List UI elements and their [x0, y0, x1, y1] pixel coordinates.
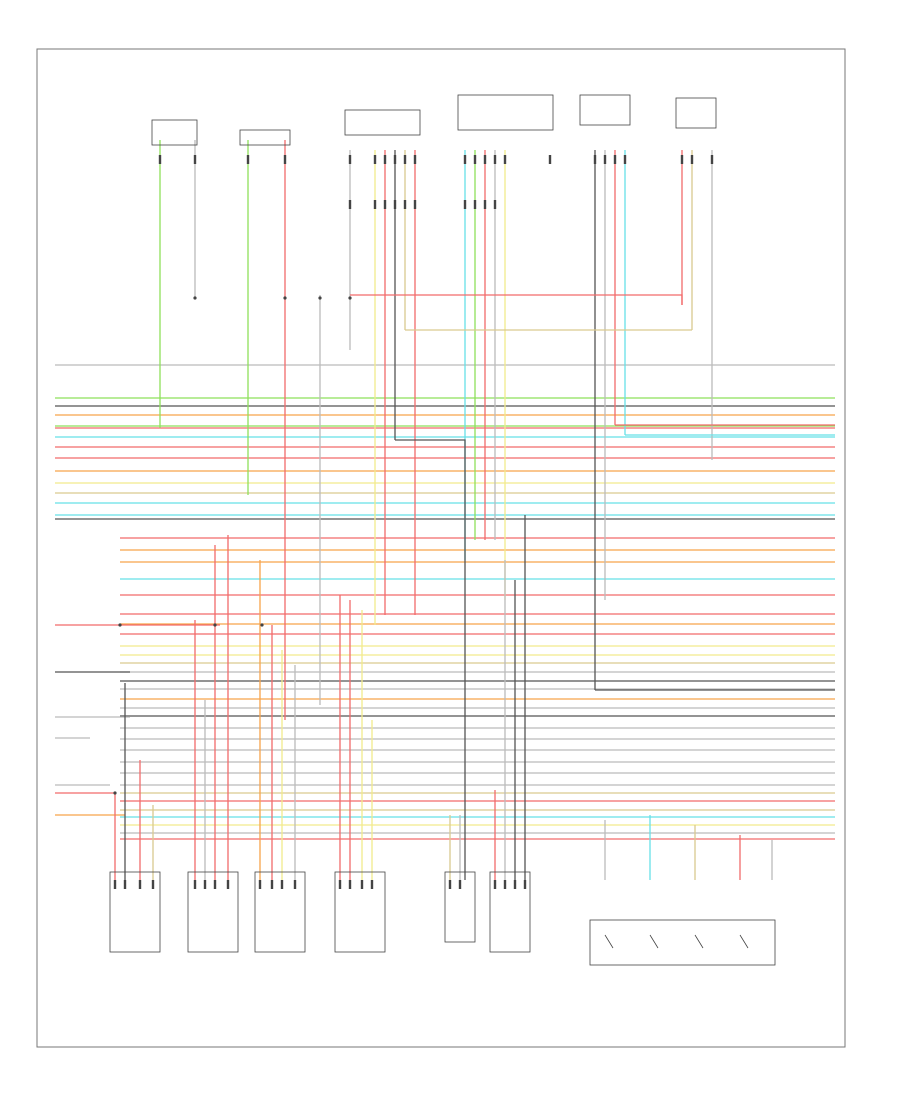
connector-pin	[473, 200, 477, 209]
splice-dot	[260, 623, 264, 627]
connector-pin	[293, 880, 297, 889]
connector-pin	[503, 880, 507, 889]
connector-pin	[348, 155, 352, 164]
switch-contact	[694, 934, 704, 949]
connector-pin	[383, 155, 387, 164]
module-bottom-7	[589, 919, 776, 966]
connector-pin	[463, 155, 467, 164]
splice-dot	[113, 791, 117, 795]
connector-pin	[548, 155, 552, 164]
switch-contact	[739, 934, 749, 949]
connector-pin	[463, 200, 467, 209]
connector-pin	[203, 880, 207, 889]
connector-pin	[493, 880, 497, 889]
connector-pin	[270, 880, 274, 889]
module-bottom-3	[254, 871, 306, 953]
module-bottom-5	[444, 871, 476, 943]
component-top-3	[344, 109, 421, 136]
component-top-1	[151, 119, 198, 146]
connector-pin	[123, 880, 127, 889]
switch-contact	[649, 934, 659, 949]
connector-pin	[523, 880, 527, 889]
component-top-5	[579, 94, 631, 126]
component-top-6	[675, 97, 717, 129]
module-bottom-6	[489, 871, 531, 953]
connector-pin	[483, 155, 487, 164]
connector-pin	[393, 155, 397, 164]
connector-pin	[338, 880, 342, 889]
connector-pin	[158, 155, 162, 164]
connector-pin	[503, 155, 507, 164]
splice-dot	[283, 296, 287, 300]
connector-pin	[226, 880, 230, 889]
switch-contact	[604, 934, 614, 949]
connector-pin	[403, 155, 407, 164]
connector-pin	[623, 155, 627, 164]
splice-dot	[193, 296, 197, 300]
connector-pin	[280, 880, 284, 889]
splice-dot	[318, 296, 322, 300]
wire-layer	[55, 140, 835, 880]
splice-dot	[213, 623, 217, 627]
connector-pin	[370, 880, 374, 889]
connector-pin	[393, 200, 397, 209]
connector-pin	[258, 880, 262, 889]
connector-pin	[138, 880, 142, 889]
module-bottom-4	[334, 871, 386, 953]
connector-pin	[113, 880, 117, 889]
module-bottom-2	[187, 871, 239, 953]
connector-pin	[603, 155, 607, 164]
connector-pin	[448, 880, 452, 889]
connector-pin	[283, 155, 287, 164]
module-bottom-1	[109, 871, 161, 953]
connector-pin	[493, 200, 497, 209]
connector-pin	[690, 155, 694, 164]
connector-pin	[246, 155, 250, 164]
connector-pin	[193, 880, 197, 889]
component-top-2	[239, 129, 291, 146]
connector-pin	[383, 200, 387, 209]
connector-pin	[348, 200, 352, 209]
connector-pin	[710, 155, 714, 164]
cross-wire	[395, 439, 466, 880]
connector-pin	[593, 155, 597, 164]
connector-pin	[193, 155, 197, 164]
component-layer	[109, 94, 776, 966]
connector-pin	[373, 155, 377, 164]
connector-pin	[513, 880, 517, 889]
connector-pin	[458, 880, 462, 889]
component-top-4	[457, 94, 554, 131]
connector-pin	[213, 880, 217, 889]
connector-pin	[680, 155, 684, 164]
connector-pin	[151, 880, 155, 889]
connector-pin	[473, 155, 477, 164]
connector-pin	[348, 880, 352, 889]
connector-pin	[483, 200, 487, 209]
connector-pin	[360, 880, 364, 889]
connector-pin	[493, 155, 497, 164]
connector-pin	[413, 200, 417, 209]
splice-dot	[118, 623, 122, 627]
connector-pin	[613, 155, 617, 164]
connector-pin	[373, 200, 377, 209]
connector-pin	[413, 155, 417, 164]
connector-pin	[403, 200, 407, 209]
cross-wire	[350, 294, 683, 305]
diagram-border	[36, 48, 846, 1048]
splice-dot	[348, 296, 352, 300]
